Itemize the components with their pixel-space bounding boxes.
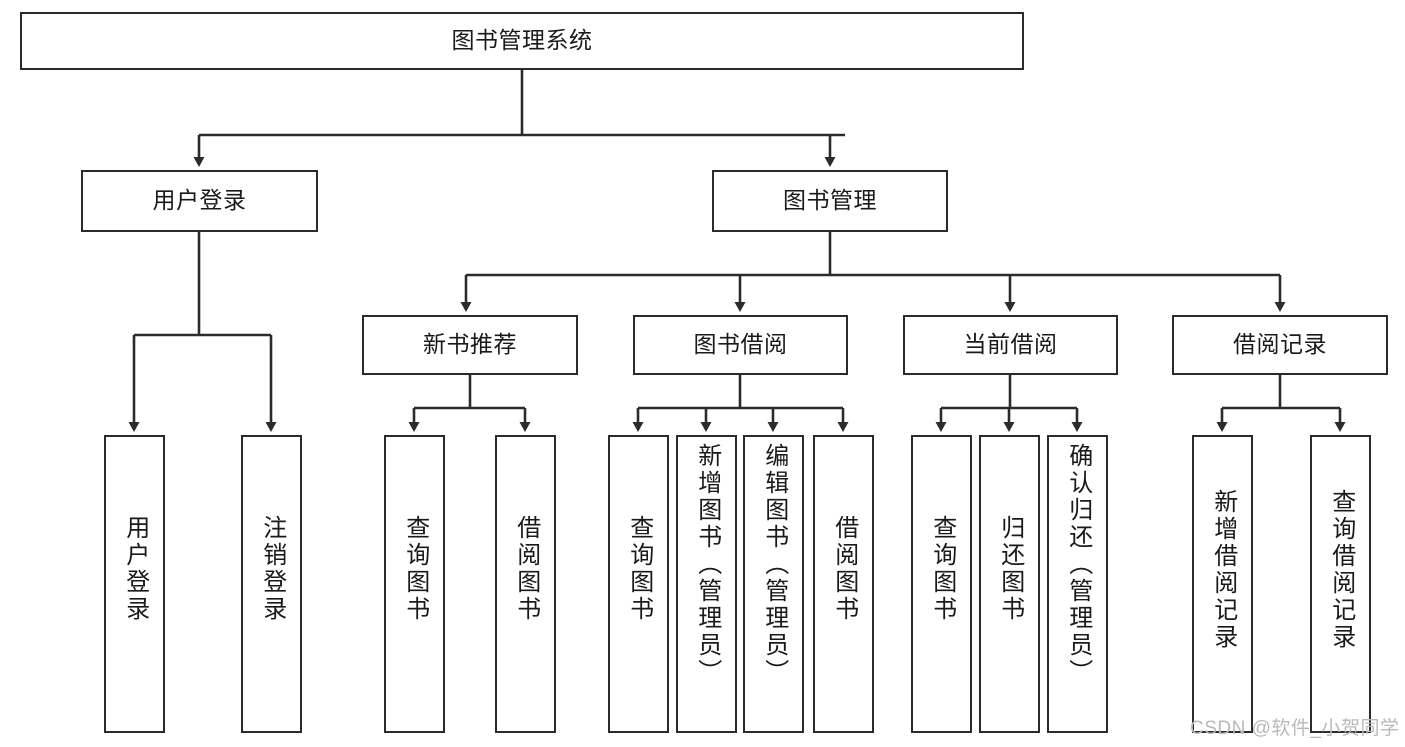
leaf-add-book-label: 新增图书（管理员） [693,443,721,686]
node-book-borrow[interactable]: 图书借阅 [633,315,848,375]
leaf-borrow-book-1[interactable]: 借阅图书 [495,435,556,733]
leaf-query-book-1-label: 查询图书 [401,515,429,623]
leaf-borrow-book-2[interactable]: 借阅图书 [813,435,874,733]
csdn-watermark: CSDN @软件_小贺同学 [1190,718,1400,739]
leaf-query-book-3[interactable]: 查询图书 [911,435,972,733]
node-root-label: 图书管理系统 [451,27,593,54]
leaf-query-book-3-label: 查询图书 [928,515,956,623]
node-current-borrow[interactable]: 当前借阅 [903,315,1118,375]
leaf-borrow-book-2-label: 借阅图书 [830,515,858,623]
node-new-book-recommend[interactable]: 新书推荐 [362,315,578,375]
node-new-book-recommend-label: 新书推荐 [423,331,517,358]
node-user-login[interactable]: 用户登录 [81,170,318,232]
leaf-add-record[interactable]: 新增借阅记录 [1192,435,1253,733]
leaf-add-book[interactable]: 新增图书（管理员） [676,435,737,733]
leaf-query-record-label: 查询借阅记录 [1327,489,1355,651]
node-borrow-record[interactable]: 借阅记录 [1172,315,1388,375]
leaf-query-book-1[interactable]: 查询图书 [384,435,445,733]
leaf-query-record[interactable]: 查询借阅记录 [1310,435,1371,733]
node-book-management-label: 图书管理 [783,187,877,214]
leaf-query-book-2-label: 查询图书 [625,515,653,623]
leaf-return-book[interactable]: 归还图书 [979,435,1040,733]
leaf-user-logout-label: 注销登录 [258,515,286,623]
leaf-confirm-return-label: 确认归还（管理员） [1064,443,1092,686]
node-root[interactable]: 图书管理系统 [20,12,1024,70]
leaf-edit-book-label: 编辑图书（管理员） [760,443,788,686]
leaf-query-book-2[interactable]: 查询图书 [608,435,669,733]
node-current-borrow-label: 当前借阅 [963,331,1058,358]
leaf-user-logout[interactable]: 注销登录 [241,435,302,733]
leaf-user-login-label: 用户登录 [121,515,149,623]
node-user-login-label: 用户登录 [152,187,247,214]
leaf-return-book-label: 归还图书 [996,515,1024,623]
leaf-edit-book[interactable]: 编辑图书（管理员） [743,435,804,733]
leaf-user-login[interactable]: 用户登录 [104,435,165,733]
leaf-confirm-return[interactable]: 确认归还（管理员） [1047,435,1108,733]
node-book-borrow-label: 图书借阅 [693,331,788,358]
leaf-borrow-book-1-label: 借阅图书 [512,515,540,623]
leaf-add-record-label: 新增借阅记录 [1209,489,1237,651]
node-borrow-record-label: 借阅记录 [1233,331,1327,358]
node-book-management[interactable]: 图书管理 [712,170,948,232]
